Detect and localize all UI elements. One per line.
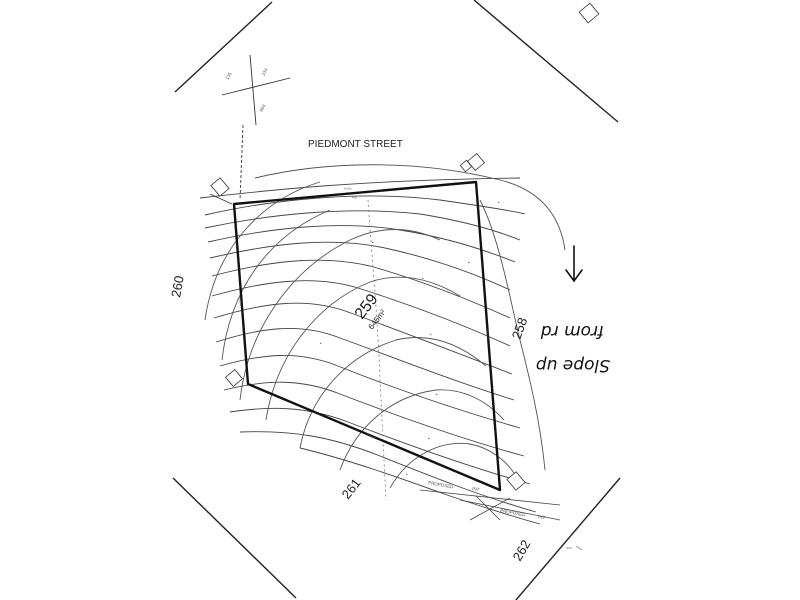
level-curve — [204, 181, 321, 321]
spot-levels: • • • • • • • • • • — [300, 200, 500, 477]
spot-level: • — [320, 341, 322, 346]
border-line-bottom-right — [515, 477, 621, 600]
survey-marks — [209, 2, 600, 491]
level-curve — [239, 229, 441, 401]
top-left-lot-cross — [221, 54, 291, 201]
street-name-label: PIEDMONT STREET — [308, 139, 403, 150]
spot-level: • — [498, 200, 500, 205]
contour-lines — [199, 177, 541, 525]
survey-mark-bottom-right — [506, 471, 526, 491]
lot-260-number: 260 — [168, 275, 187, 299]
border-line-top-right — [473, 0, 619, 123]
level-curve — [254, 164, 566, 251]
proposed-label: PROPOSED — [428, 480, 455, 489]
spot-level: • — [428, 436, 430, 441]
border-line-bottom-left — [172, 477, 297, 599]
lot-259-boundary — [232, 180, 502, 492]
dimension-tick: ≈≈≈≈ — [485, 330, 491, 341]
spot-level: • — [300, 258, 302, 263]
contour-line — [223, 381, 525, 457]
level-curve — [221, 209, 331, 361]
contour-line — [215, 327, 515, 401]
lot-261-number: 261 — [339, 476, 364, 502]
contour-line — [229, 407, 531, 485]
border-line-top-left — [174, 1, 273, 93]
int-label: INT — [472, 486, 480, 492]
contour-line — [219, 355, 521, 429]
contour-line — [204, 195, 526, 216]
contour-line — [199, 177, 521, 199]
level-curves — [204, 164, 566, 489]
contour-line — [299, 447, 541, 525]
survey-mark-top-left — [209, 177, 233, 205]
level-curve — [265, 276, 461, 421]
level-curve — [339, 389, 505, 471]
contour-line — [213, 302, 513, 375]
spot-level: • — [436, 392, 438, 397]
lot-262-number: 262 — [510, 537, 534, 563]
survey-mark-page-corner — [578, 2, 600, 24]
proposed-label-2: PROPOSED — [500, 508, 527, 517]
handwritten-note-line1: Slope up — [536, 355, 610, 375]
dimension-tick: ≈≈≈ — [344, 186, 352, 191]
lot-134-number: 134 — [261, 67, 269, 76]
page-border-lines — [172, 0, 621, 600]
level-curve — [389, 442, 517, 489]
contour-line — [239, 431, 537, 513]
survey-mark-top-right — [459, 152, 486, 173]
survey-mark-left — [224, 368, 244, 388]
proposed-int-lines — [419, 489, 561, 521]
scan-smudge — [566, 545, 583, 551]
handwritten-arrow-icon — [565, 245, 583, 283]
spot-level: • — [468, 260, 470, 265]
boundary-dimension-ticks: ≈≈≈ ≈≈ ≈≈≈≈ ≈≈≈≈ ≈≈≈≈ — [237, 186, 491, 441]
lot-894-number: 894 — [259, 103, 267, 112]
dimension-tick: ≈≈≈≈ — [237, 295, 243, 306]
lot-258-number: 258 — [509, 316, 531, 342]
contour-line — [204, 210, 521, 241]
spot-level: • — [372, 240, 374, 245]
contour-line — [209, 241, 511, 291]
spot-level: • — [422, 276, 424, 281]
contour-line — [207, 225, 516, 263]
dimension-tick: ≈≈≈≈ — [366, 432, 378, 441]
contour-line — [211, 259, 511, 319]
handwritten-note-line2: from rd — [541, 321, 604, 341]
level-curve — [299, 337, 487, 449]
contour-line — [211, 280, 511, 347]
spot-level: • — [406, 472, 408, 477]
dimension-tick: ≈≈ — [352, 195, 357, 200]
int-label-2: INT — [538, 514, 546, 520]
level-curve — [479, 199, 546, 471]
lot-135-number: 135 — [225, 71, 233, 80]
spot-level: • — [430, 332, 432, 337]
